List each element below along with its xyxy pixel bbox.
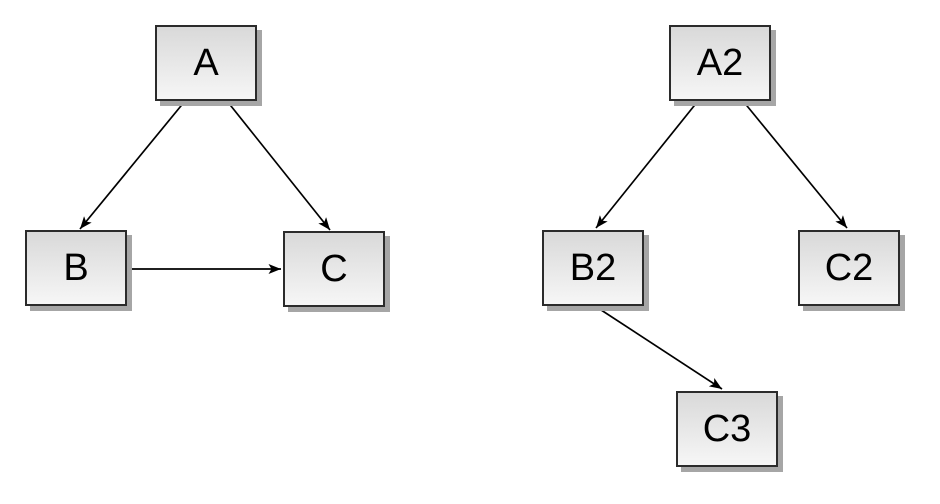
node-label-C: C — [320, 248, 348, 290]
edge-B2-C3 — [594, 305, 723, 390]
edge-A2-B2 — [595, 100, 699, 229]
node-label-B: B — [63, 247, 89, 289]
edge-A-B — [79, 100, 186, 230]
node-A: A — [155, 25, 257, 101]
node-B: B — [25, 230, 127, 306]
edge-A2-C2 — [742, 100, 848, 229]
node-label-C2: C2 — [824, 247, 874, 289]
node-A2: A2 — [669, 25, 771, 101]
node-label-A2: A2 — [696, 42, 744, 84]
node-label-B2: B2 — [569, 247, 617, 289]
node-C: C — [283, 231, 385, 307]
node-C2: C2 — [798, 230, 900, 306]
node-label-A: A — [193, 42, 219, 84]
node-label-C3: C3 — [702, 408, 752, 450]
edge-A-C — [226, 100, 331, 231]
edges-group — [79, 100, 848, 390]
node-C3: C3 — [676, 391, 778, 467]
node-B2: B2 — [542, 230, 644, 306]
